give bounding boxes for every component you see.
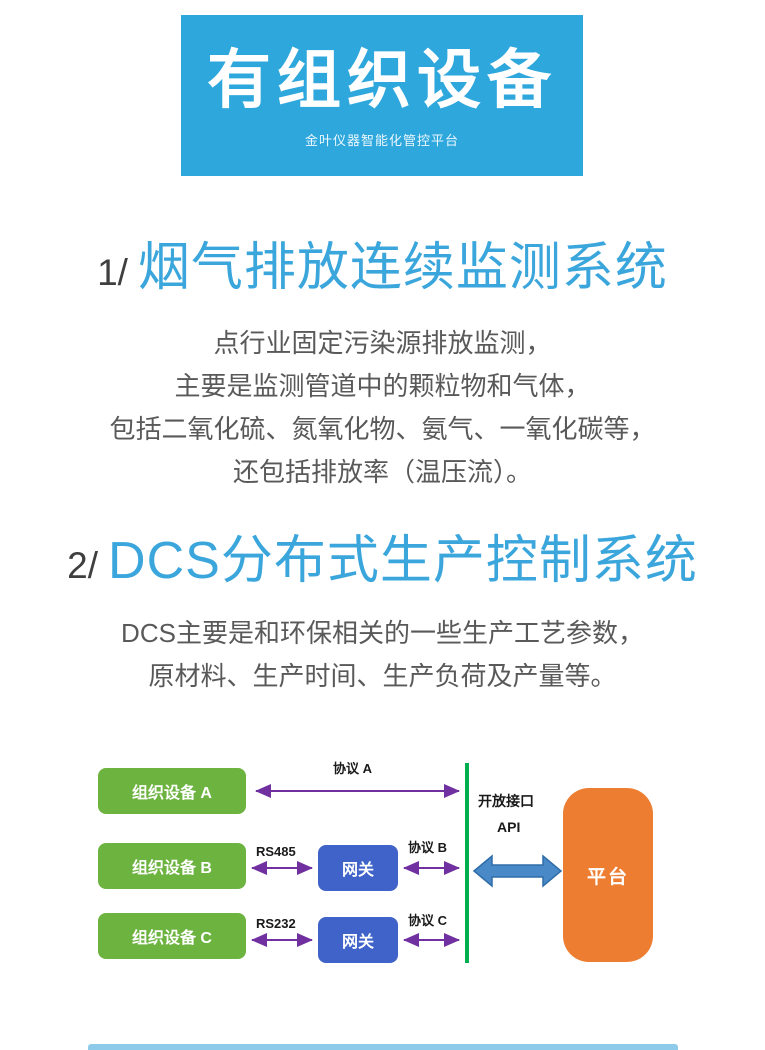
section-2-body-line-1: DCS主要是和环保相关的一些生产工艺参数，: [121, 618, 644, 648]
rs485-label: RS485: [256, 844, 296, 859]
bottom-banner-edge: [88, 1044, 678, 1050]
diagram-connectors: [251, 763, 563, 963]
gateway-box-2: 网关: [318, 917, 398, 963]
architecture-diagram: 组织设备 A 组织设备 B 组织设备 C 网关 网关 协议 A 协议 B 协议 …: [0, 740, 765, 1030]
gateway-box-1: 网关: [318, 845, 398, 891]
banner: 有组织设备 金叶仪器智能化管控平台: [181, 15, 583, 176]
section-2-number: 2/: [67, 545, 99, 586]
section-2-title: DCS分布式生产控制系统: [108, 532, 698, 590]
protocol-b-label: 协议 B: [408, 840, 448, 855]
device-box-a: 组织设备 A: [98, 768, 246, 814]
banner-subtitle: 金叶仪器智能化管控平台: [304, 133, 459, 148]
section-1-body-line-4: 还包括排放率（温压流）。: [232, 457, 532, 487]
platform-link-arrow: [472, 854, 563, 888]
rs232-label: RS232: [256, 916, 296, 931]
section-2-heading: 2/ DCS分布式生产控制系统: [0, 518, 765, 590]
banner-title: 有组织设备: [207, 44, 557, 116]
section-2-body: DCS主要是和环保相关的一些生产工艺参数， 原材料、生产时间、生产负荷及产量等。: [0, 612, 765, 698]
open-interface-label: 开放接口: [478, 793, 534, 809]
platform-badge: 平台: [563, 788, 653, 962]
protocol-a-label: 协议 A: [333, 761, 373, 776]
device-box-b: 组织设备 B: [98, 843, 246, 889]
section-1-heading: 1/ 烟气排放连续监测系统: [0, 225, 765, 297]
section-1-body-line-1: 点行业固定污染源排放监测，: [213, 328, 552, 358]
device-box-c: 组织设备 C: [98, 913, 246, 959]
section-1-body-line-2: 主要是监测管道中的颗粒物和气体，: [174, 371, 591, 401]
section-1-title: 烟气排放连续监测系统: [137, 239, 668, 297]
section-1-number: 1/: [97, 252, 128, 293]
section-1-body: 点行业固定污染源排放监测， 主要是监测管道中的颗粒物和气体， 包括二氧化硫、氮氧…: [0, 322, 765, 494]
section-1-body-line-3: 包括二氧化硫、氮氧化物、氨气、一氧化碳等，: [109, 414, 656, 444]
protocol-c-label: 协议 C: [408, 913, 448, 928]
api-label: API: [497, 819, 521, 835]
section-2-body-line-2: 原材料、生产时间、生产负荷及产量等。: [148, 661, 617, 691]
